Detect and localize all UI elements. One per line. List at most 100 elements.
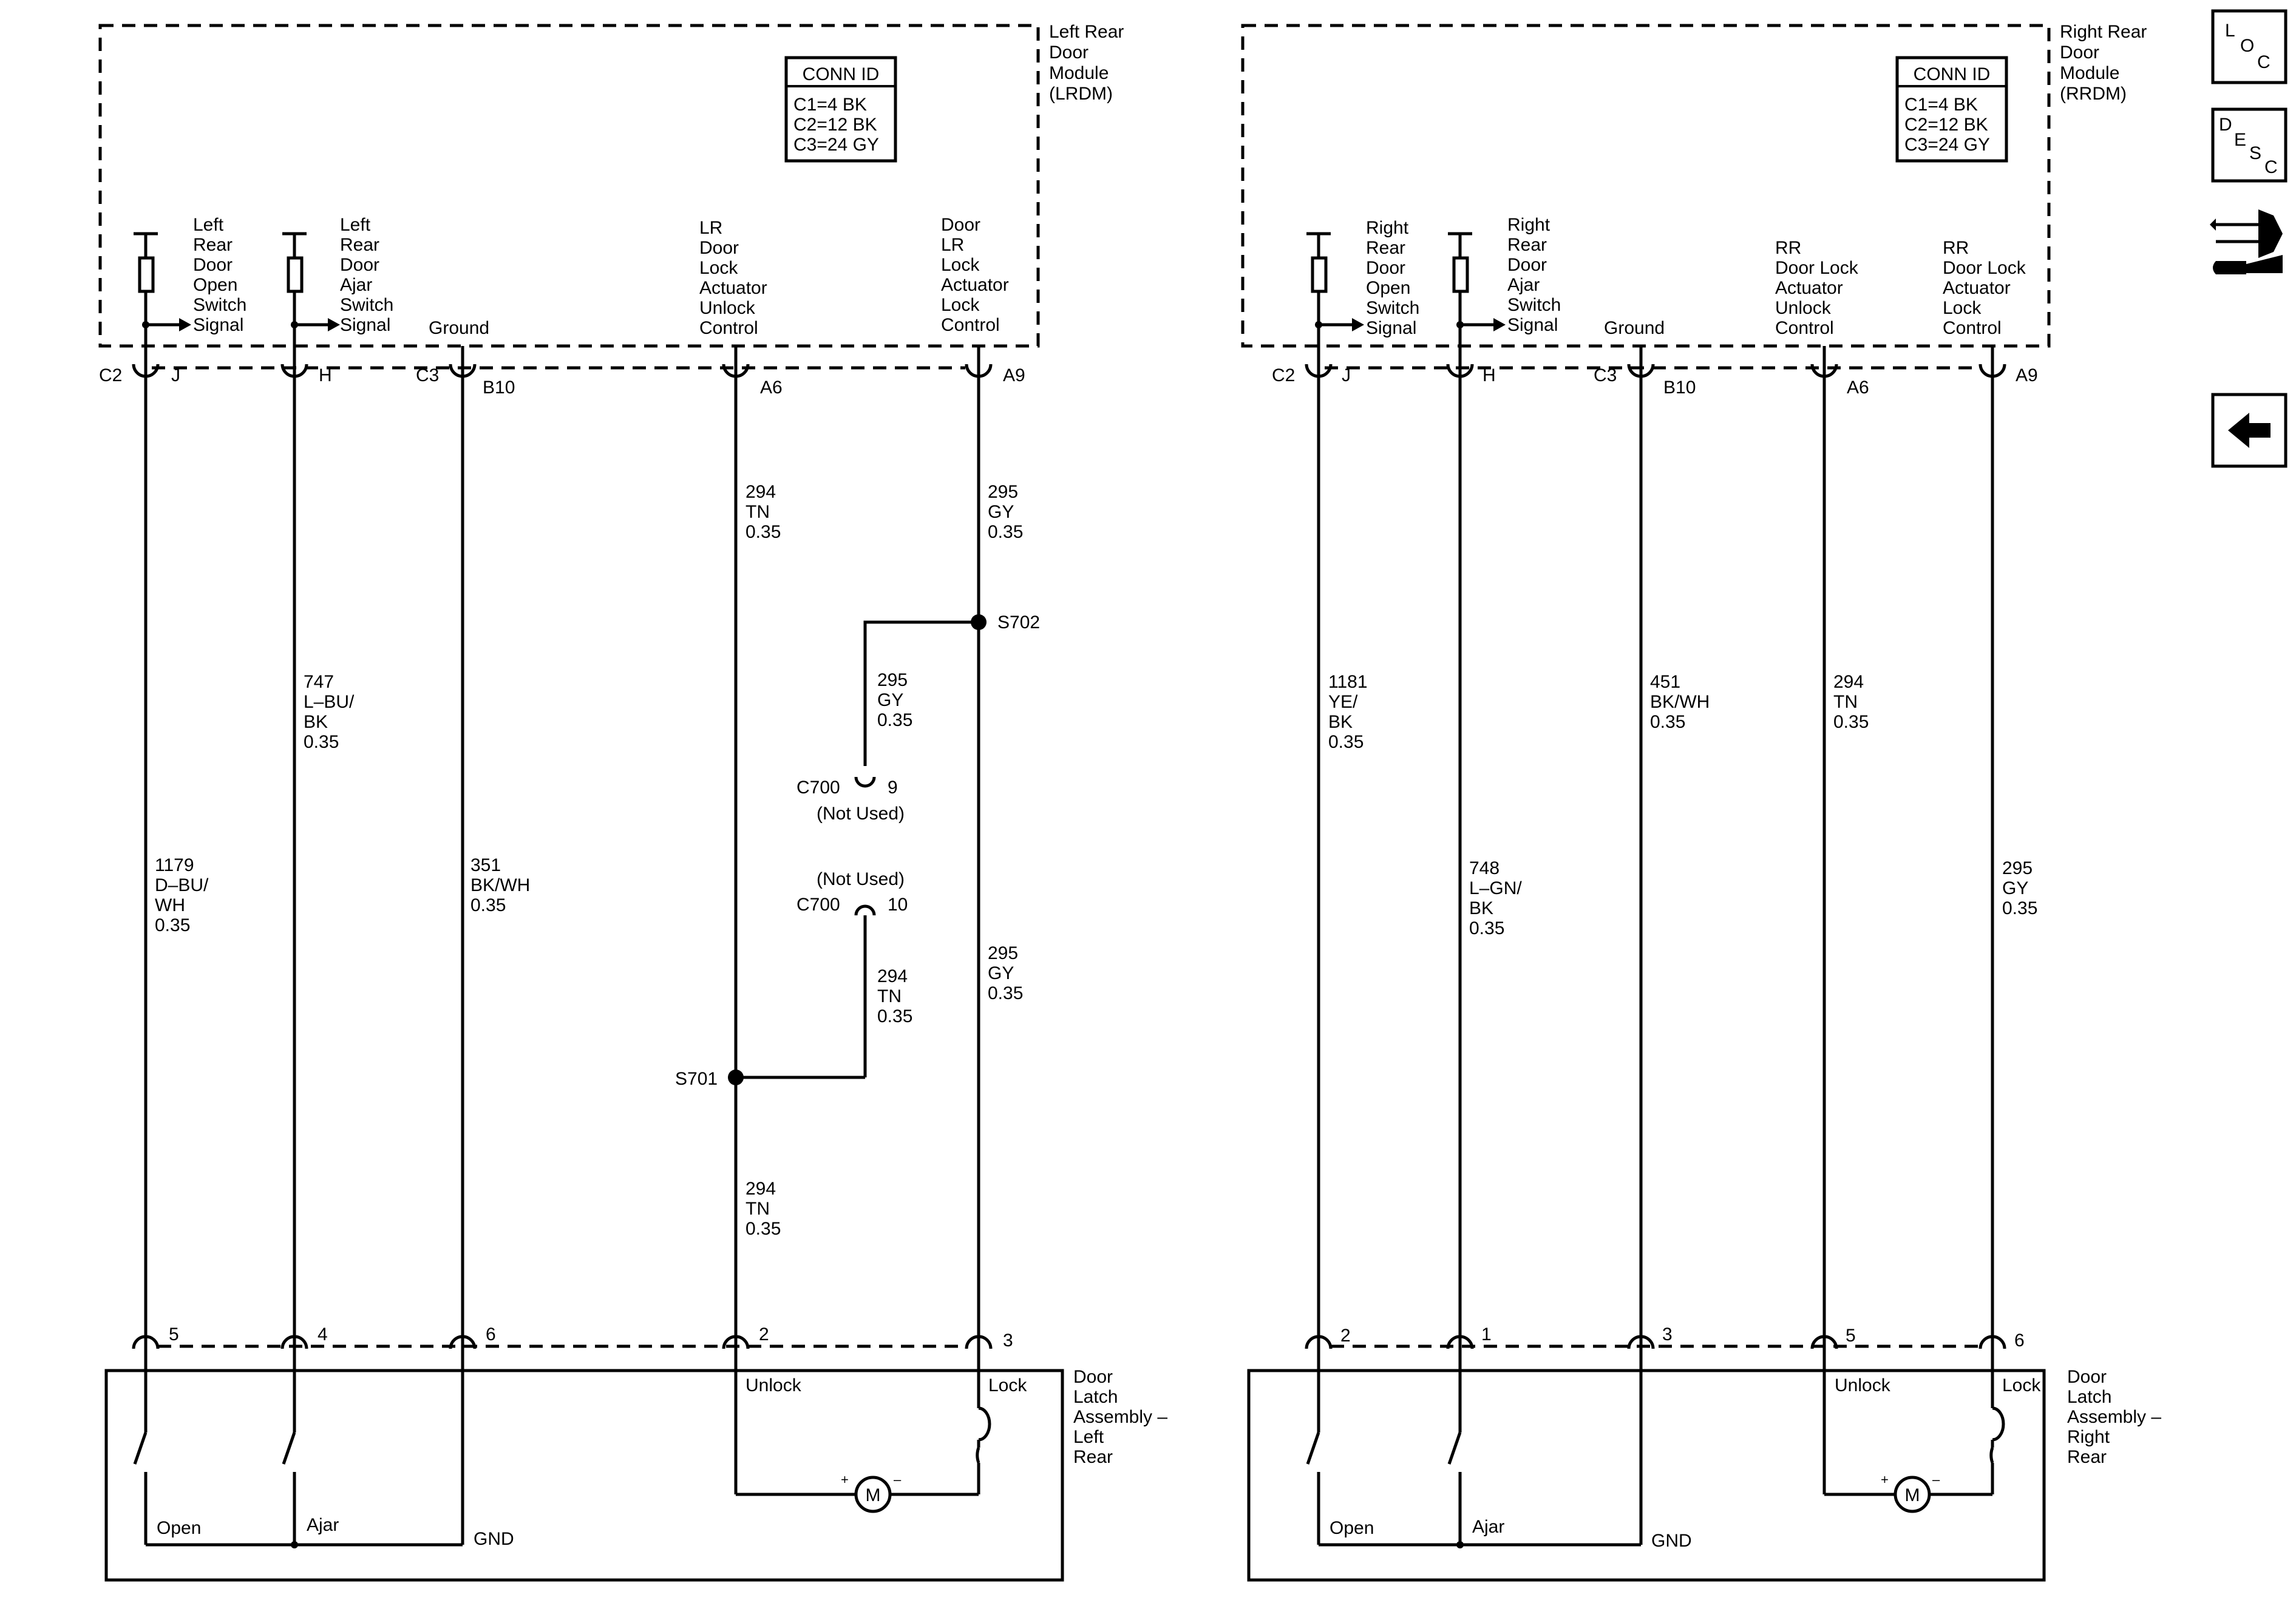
svg-text:Left: Left xyxy=(340,215,371,235)
left-top-connector-row: C2 C3 J H B10 A6 A9 xyxy=(99,364,1025,398)
svg-text:Open: Open xyxy=(1366,278,1410,298)
svg-text:M: M xyxy=(1905,1485,1920,1505)
svg-text:LR: LR xyxy=(941,235,964,255)
svg-text:Unlock: Unlock xyxy=(699,298,756,318)
splice-s702: S702 295 GY 0.35 xyxy=(863,612,1040,766)
svg-text:Latch: Latch xyxy=(2067,1387,2111,1407)
svg-text:747: 747 xyxy=(304,672,334,692)
svg-text:Module: Module xyxy=(1049,63,1109,83)
svg-text:WH: WH xyxy=(155,895,185,915)
right-function-label-open: Right Rear Door Open Switch Signal xyxy=(1366,218,1419,338)
svg-text:Door: Door xyxy=(941,215,980,235)
left-function-label-unlock: LR Door Lock Actuator Unlock Control xyxy=(699,218,767,338)
svg-text:TN: TN xyxy=(877,986,902,1006)
svg-text:RR: RR xyxy=(1775,238,1801,258)
svg-text:Door: Door xyxy=(699,238,739,258)
right-door-module: Right Rear Door Module (RRDM) CONN ID C1… xyxy=(1241,22,2147,348)
left-function-label-lock: Door LR Lock Actuator Lock Control xyxy=(941,215,1009,335)
svg-text:Open: Open xyxy=(157,1518,201,1538)
back-button[interactable] xyxy=(2211,393,2288,468)
svg-text:J: J xyxy=(1342,365,1351,385)
svg-text:Switch: Switch xyxy=(1366,298,1419,318)
svg-text:0.35: 0.35 xyxy=(988,522,1023,542)
right-function-label-unlock: RR Door Lock Actuator Unlock Control xyxy=(1775,238,1859,338)
svg-text:C1=4 BK: C1=4 BK xyxy=(793,95,867,115)
right-wire-ajar: 748 L–GN/ BK 0.35 xyxy=(1458,346,1522,1348)
splice-s701: S701 xyxy=(675,1069,865,1089)
conn-id-table-right: CONN ID C1=4 BK C2=12 BK C3=24 GY xyxy=(1895,56,2008,163)
left-door-latch-assembly: Door Latch Assembly – Left Rear Open Aja… xyxy=(104,1348,1167,1582)
left-wire-lock: 295 GY 0.35 295 GY 0.35 xyxy=(977,346,1023,1348)
svg-text:M: M xyxy=(866,1485,881,1505)
svg-text:C700: C700 xyxy=(796,895,840,915)
svg-text:A9: A9 xyxy=(2016,365,2038,385)
svg-text:Assembly –: Assembly – xyxy=(2067,1407,2161,1427)
svg-text:–: – xyxy=(1932,1472,1940,1487)
svg-text:6: 6 xyxy=(2014,1331,2025,1351)
svg-text:H: H xyxy=(319,365,332,385)
left-wire-open: 1179 D–BU/ WH 0.35 xyxy=(144,346,209,1348)
rrdm-module-label: Right Rear Door Module (RRDM) xyxy=(2060,22,2147,104)
svg-text:294: 294 xyxy=(746,482,776,502)
svg-text:0.35: 0.35 xyxy=(155,915,190,935)
svg-text:294: 294 xyxy=(746,1179,776,1199)
left-wire-unlock: 294 TN 0.35 294 TN 0.35 xyxy=(734,346,781,1348)
svg-text:C3=24 GY: C3=24 GY xyxy=(1904,135,1990,155)
left-ajar-switch-symbol xyxy=(282,232,340,346)
svg-text:295: 295 xyxy=(877,670,908,690)
svg-text:(Not Used): (Not Used) xyxy=(817,804,905,824)
desc-button[interactable]: D E S C xyxy=(2211,107,2288,183)
svg-text:0.35: 0.35 xyxy=(1328,732,1364,752)
svg-text:295: 295 xyxy=(2002,858,2033,878)
svg-text:Latch: Latch xyxy=(1073,1387,1118,1407)
svg-text:Switch: Switch xyxy=(193,295,246,315)
svg-text:RR: RR xyxy=(1943,238,1969,258)
svg-text:+: + xyxy=(841,1472,849,1487)
svg-text:C2=12 BK: C2=12 BK xyxy=(1904,115,1988,135)
left-door-module: Left Rear Door Module (LRDM) CONN ID C1=… xyxy=(98,22,1124,348)
svg-text:C2: C2 xyxy=(99,365,122,385)
svg-text:C1=4 BK: C1=4 BK xyxy=(1904,95,1978,115)
svg-text:Ajar: Ajar xyxy=(340,275,372,295)
svg-text:Signal: Signal xyxy=(340,315,390,335)
svg-text:351: 351 xyxy=(470,855,501,875)
svg-text:Assembly –: Assembly – xyxy=(1073,1407,1167,1427)
svg-text:Door: Door xyxy=(193,255,233,275)
svg-text:O: O xyxy=(2240,36,2254,56)
svg-text:YE/: YE/ xyxy=(1328,692,1358,712)
svg-text:1181: 1181 xyxy=(1328,672,1368,692)
right-wire-lock: 295 GY 0.35 xyxy=(1991,346,2037,1348)
svg-text:BK/WH: BK/WH xyxy=(1650,692,1710,712)
svg-text:GND: GND xyxy=(474,1529,514,1549)
svg-text:0.35: 0.35 xyxy=(877,1006,912,1026)
svg-text:C3=24 GY: C3=24 GY xyxy=(793,135,879,155)
svg-text:Unlock: Unlock xyxy=(746,1375,802,1395)
loc-button[interactable]: L O C xyxy=(2211,9,2288,84)
svg-text:Rear: Rear xyxy=(1507,235,1547,255)
svg-text:Lock: Lock xyxy=(941,295,980,315)
c700-pin-9: C700 9 (Not Used) xyxy=(796,776,905,824)
svg-text:Left: Left xyxy=(193,215,224,235)
svg-text:0.35: 0.35 xyxy=(304,732,339,752)
svg-text:Door: Door xyxy=(340,255,379,275)
svg-text:A6: A6 xyxy=(1847,378,1869,398)
svg-text:S702: S702 xyxy=(997,612,1040,632)
svg-text:(RRDM): (RRDM) xyxy=(2060,84,2127,104)
svg-text:3: 3 xyxy=(1003,1331,1013,1351)
svg-text:BK: BK xyxy=(1328,712,1353,732)
svg-text:L–GN/: L–GN/ xyxy=(1469,878,1522,898)
svg-text:C2=12 BK: C2=12 BK xyxy=(793,115,877,135)
right-wire-unlock: 294 TN 0.35 xyxy=(1822,346,1869,1348)
svg-text:Actuator: Actuator xyxy=(1775,278,1843,298)
left-bottom-connector-row: 5 4 6 2 3 xyxy=(132,1324,1013,1351)
left-lock-motor-icon: M + – xyxy=(841,1472,902,1513)
svg-text:CONN ID: CONN ID xyxy=(1914,64,1991,84)
svg-text:748: 748 xyxy=(1469,858,1500,878)
svg-text:0.35: 0.35 xyxy=(1833,712,1869,732)
right-door-latch-assembly: Door Latch Assembly – Right Rear Open Aj… xyxy=(1247,1348,2161,1582)
connector-icon[interactable] xyxy=(2210,200,2286,285)
svg-text:C: C xyxy=(2264,157,2278,177)
svg-text:0.35: 0.35 xyxy=(1650,712,1685,732)
c700-pin-10: (Not Used) C700 10 294 TN 0.35 xyxy=(796,869,912,1077)
